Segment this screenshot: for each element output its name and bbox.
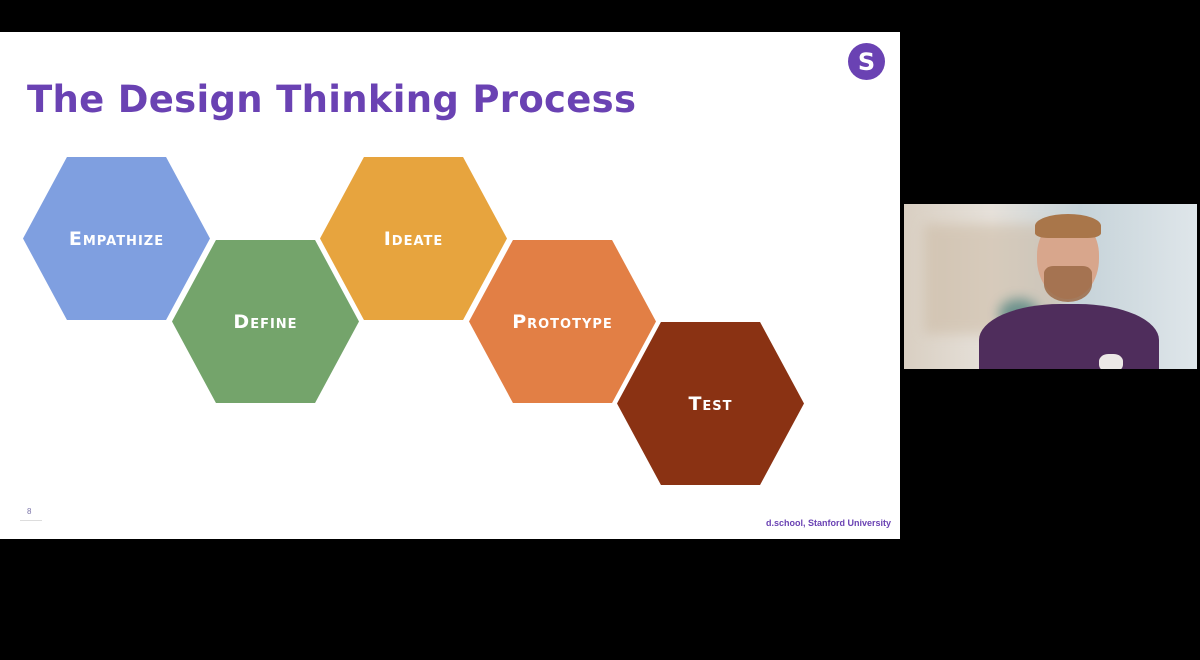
presentation-slide: The Design Thinking Process S Empathize … (0, 32, 900, 539)
hexagon-prototype: Prototype (469, 240, 656, 403)
slide-credit: d.school, Stanford University (765, 518, 891, 528)
page-number-divider (20, 520, 42, 521)
stage-label: Test (688, 392, 733, 415)
stage-label: Prototype (512, 310, 613, 333)
hexagon-ideate: Ideate (320, 157, 507, 320)
hexagon-define: Define (172, 240, 359, 403)
presenter-hair (1035, 214, 1101, 238)
shirt-logo-icon (1099, 354, 1123, 369)
dschool-logo-icon: S (848, 43, 885, 80)
slide-title: The Design Thinking Process (27, 78, 637, 121)
stage-label: Define (233, 310, 298, 333)
hexagon-test: Test (617, 322, 804, 485)
hexagon-empathize: Empathize (23, 157, 210, 320)
stage-label: Ideate (383, 227, 444, 250)
stage-label: Empathize (68, 227, 165, 250)
presenter-shirt (979, 304, 1159, 369)
presenter-beard (1044, 266, 1092, 302)
slide-page-number: 8 (27, 507, 32, 516)
design-thinking-hexagons: Empathize Define Ideate Prototype Test (0, 32, 900, 539)
presenter-video-tile[interactable] (904, 204, 1197, 369)
